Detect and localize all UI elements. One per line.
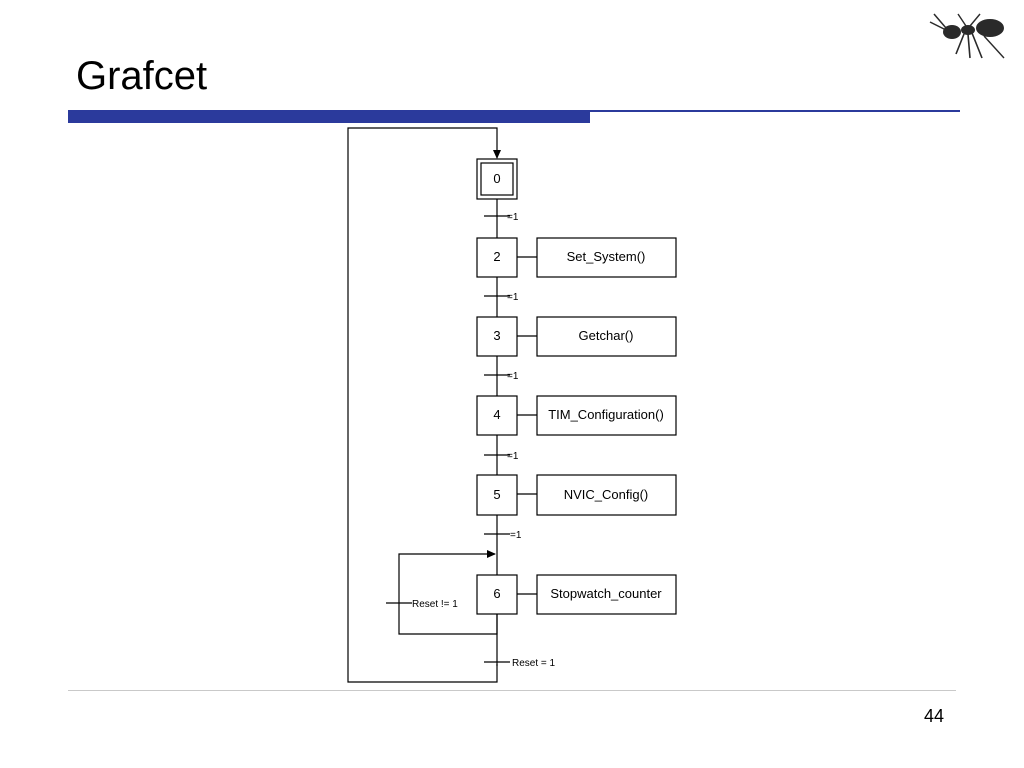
step-2: 2 Set_System() [476, 237, 677, 278]
step-label: 4 [493, 407, 500, 422]
transition-label: =1 [507, 451, 519, 462]
transition-label: =1 [507, 292, 519, 303]
reset-loop-line [398, 550, 498, 635]
action-label: TIM_Configuration() [548, 407, 664, 422]
action-label: NVIC_Config() [564, 487, 649, 502]
transition-3: =1 [484, 371, 519, 382]
transition-label: =1 [507, 371, 519, 382]
initial-step: 0 [476, 158, 518, 200]
transition-2: =1 [484, 292, 519, 303]
transition-label: =1 [510, 530, 522, 541]
reset-loop-transition: Reset != 1 [386, 599, 458, 610]
title-underline-bar [68, 110, 590, 123]
page-number: 44 [923, 706, 944, 726]
step-4: 4 TIM_Configuration() [476, 395, 677, 436]
action-label: Set_System() [567, 249, 646, 264]
step-6: 6 Stopwatch_counter [476, 574, 677, 615]
footer-rule [68, 690, 956, 691]
step-label: 3 [493, 328, 500, 343]
action-label: Stopwatch_counter [550, 586, 662, 601]
transition-1: =1 [484, 212, 519, 223]
exit-transition: Reset = 1 [484, 658, 556, 669]
slide-title: Grafcet [76, 54, 208, 98]
step-label: 5 [493, 487, 500, 502]
ant-logo-icon [929, 13, 1005, 59]
return-loop-line [347, 127, 501, 683]
title-underline-rule [590, 110, 960, 112]
step-label: 2 [493, 249, 500, 264]
loop-condition-label: Reset != 1 [412, 599, 458, 610]
transition-label: =1 [507, 212, 519, 223]
step-5: 5 NVIC_Config() [476, 474, 677, 516]
action-label: Getchar() [579, 328, 634, 343]
step-label: 6 [493, 586, 500, 601]
transition-5: =1 [484, 530, 522, 541]
transition-4: =1 [484, 451, 519, 462]
initial-step-label: 0 [493, 171, 500, 186]
step-3: 3 Getchar() [476, 316, 677, 357]
exit-condition-label: Reset = 1 [512, 658, 556, 669]
